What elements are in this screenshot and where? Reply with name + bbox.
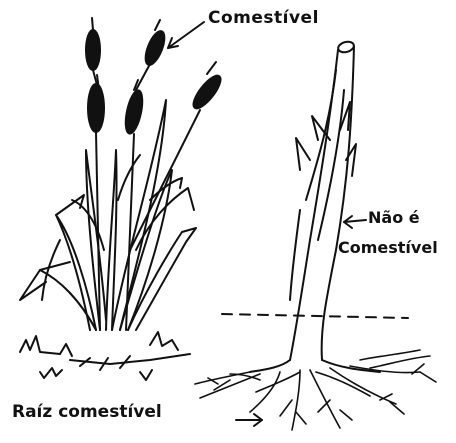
ground-grass-left	[20, 332, 190, 380]
label-not-edible-line2: Comestível	[338, 240, 438, 256]
label-not-edible-line1: Não é	[368, 210, 420, 226]
seed-heads	[86, 29, 225, 135]
cut-line	[222, 314, 408, 318]
arrow-edible-top	[168, 22, 204, 48]
roots	[195, 350, 436, 430]
arrow-edible-root	[236, 414, 262, 426]
arrow-not-edible	[344, 216, 366, 228]
label-edible-top: Comestível	[208, 10, 319, 27]
cattail-plant-left	[20, 18, 225, 380]
cattail-stem-right	[195, 40, 436, 430]
label-edible-root: Raíz comestível	[12, 404, 162, 421]
